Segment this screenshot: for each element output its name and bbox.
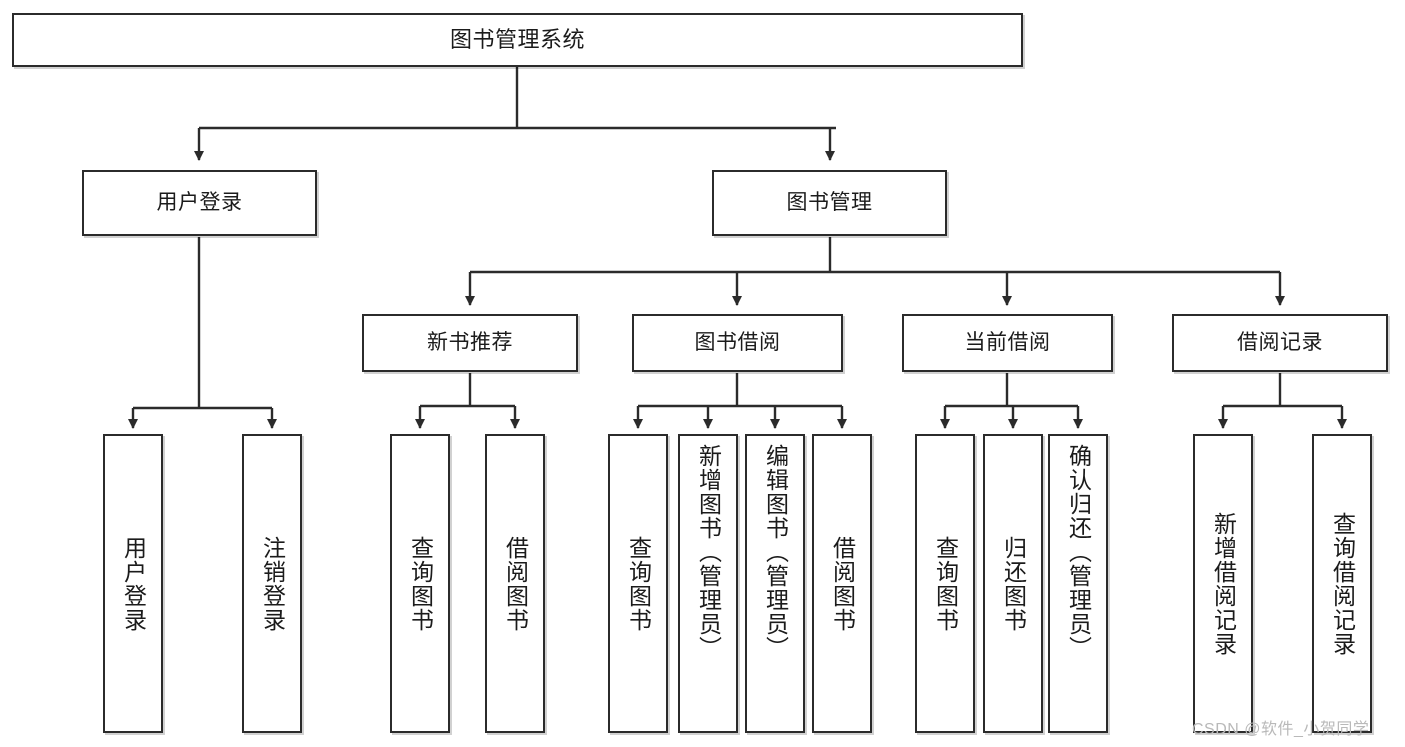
node-new-book-recommend[interactable]: 新书推荐 xyxy=(362,314,578,372)
node-label: 用户登录 xyxy=(120,535,147,632)
leaf-borrow-book-recommend[interactable]: 借阅图书 xyxy=(485,434,545,733)
leaf-query-book-current[interactable]: 查询图书 xyxy=(915,434,975,733)
node-label: 当前借阅 xyxy=(964,330,1051,354)
node-label: 图书管理系统 xyxy=(449,27,585,53)
node-label: 查询图书 xyxy=(407,535,434,632)
node-label: 查询借阅记录 xyxy=(1329,511,1356,656)
node-book-management[interactable]: 图书管理 xyxy=(712,170,947,236)
node-label: 图书借阅 xyxy=(694,330,781,354)
leaf-lend-book[interactable]: 借阅图书 xyxy=(812,434,872,733)
node-label: 编辑图书（管理员） xyxy=(762,444,789,660)
node-label: 新增借阅记录 xyxy=(1210,511,1237,656)
node-current-borrow[interactable]: 当前借阅 xyxy=(902,314,1113,372)
node-label: 用户登录 xyxy=(156,190,243,214)
leaf-add-book-admin[interactable]: 新增图书（管理员） xyxy=(678,434,738,733)
node-label: 注销登录 xyxy=(259,535,286,632)
node-root-book-management-system[interactable]: 图书管理系统 xyxy=(12,13,1023,67)
node-label: 借阅记录 xyxy=(1237,330,1323,354)
node-label: 确认归还（管理员） xyxy=(1065,444,1092,660)
node-label: 查询图书 xyxy=(625,535,652,632)
node-book-borrow[interactable]: 图书借阅 xyxy=(632,314,843,372)
node-label: 新增图书（管理员） xyxy=(695,444,722,660)
node-label: 借阅图书 xyxy=(829,535,856,632)
leaf-logout[interactable]: 注销登录 xyxy=(242,434,302,733)
node-label: 查询图书 xyxy=(932,535,959,632)
leaf-return-book[interactable]: 归还图书 xyxy=(983,434,1043,733)
leaf-user-login[interactable]: 用户登录 xyxy=(103,434,163,733)
leaf-query-book-borrow[interactable]: 查询图书 xyxy=(608,434,668,733)
leaf-query-book-recommend[interactable]: 查询图书 xyxy=(390,434,450,733)
leaf-confirm-return-admin[interactable]: 确认归还（管理员） xyxy=(1048,434,1108,733)
node-label: 新书推荐 xyxy=(427,330,513,354)
node-label: 借阅图书 xyxy=(502,535,529,632)
node-label: 归还图书 xyxy=(1000,535,1027,632)
watermark: CSDN @软件_小贺同学 xyxy=(1192,721,1370,738)
node-user-login[interactable]: 用户登录 xyxy=(82,170,317,236)
leaf-add-borrow-record[interactable]: 新增借阅记录 xyxy=(1193,434,1253,733)
node-borrow-records[interactable]: 借阅记录 xyxy=(1172,314,1388,372)
leaf-query-borrow-record[interactable]: 查询借阅记录 xyxy=(1312,434,1372,733)
leaf-edit-book-admin[interactable]: 编辑图书（管理员） xyxy=(745,434,805,733)
node-label: 图书管理 xyxy=(786,190,873,214)
